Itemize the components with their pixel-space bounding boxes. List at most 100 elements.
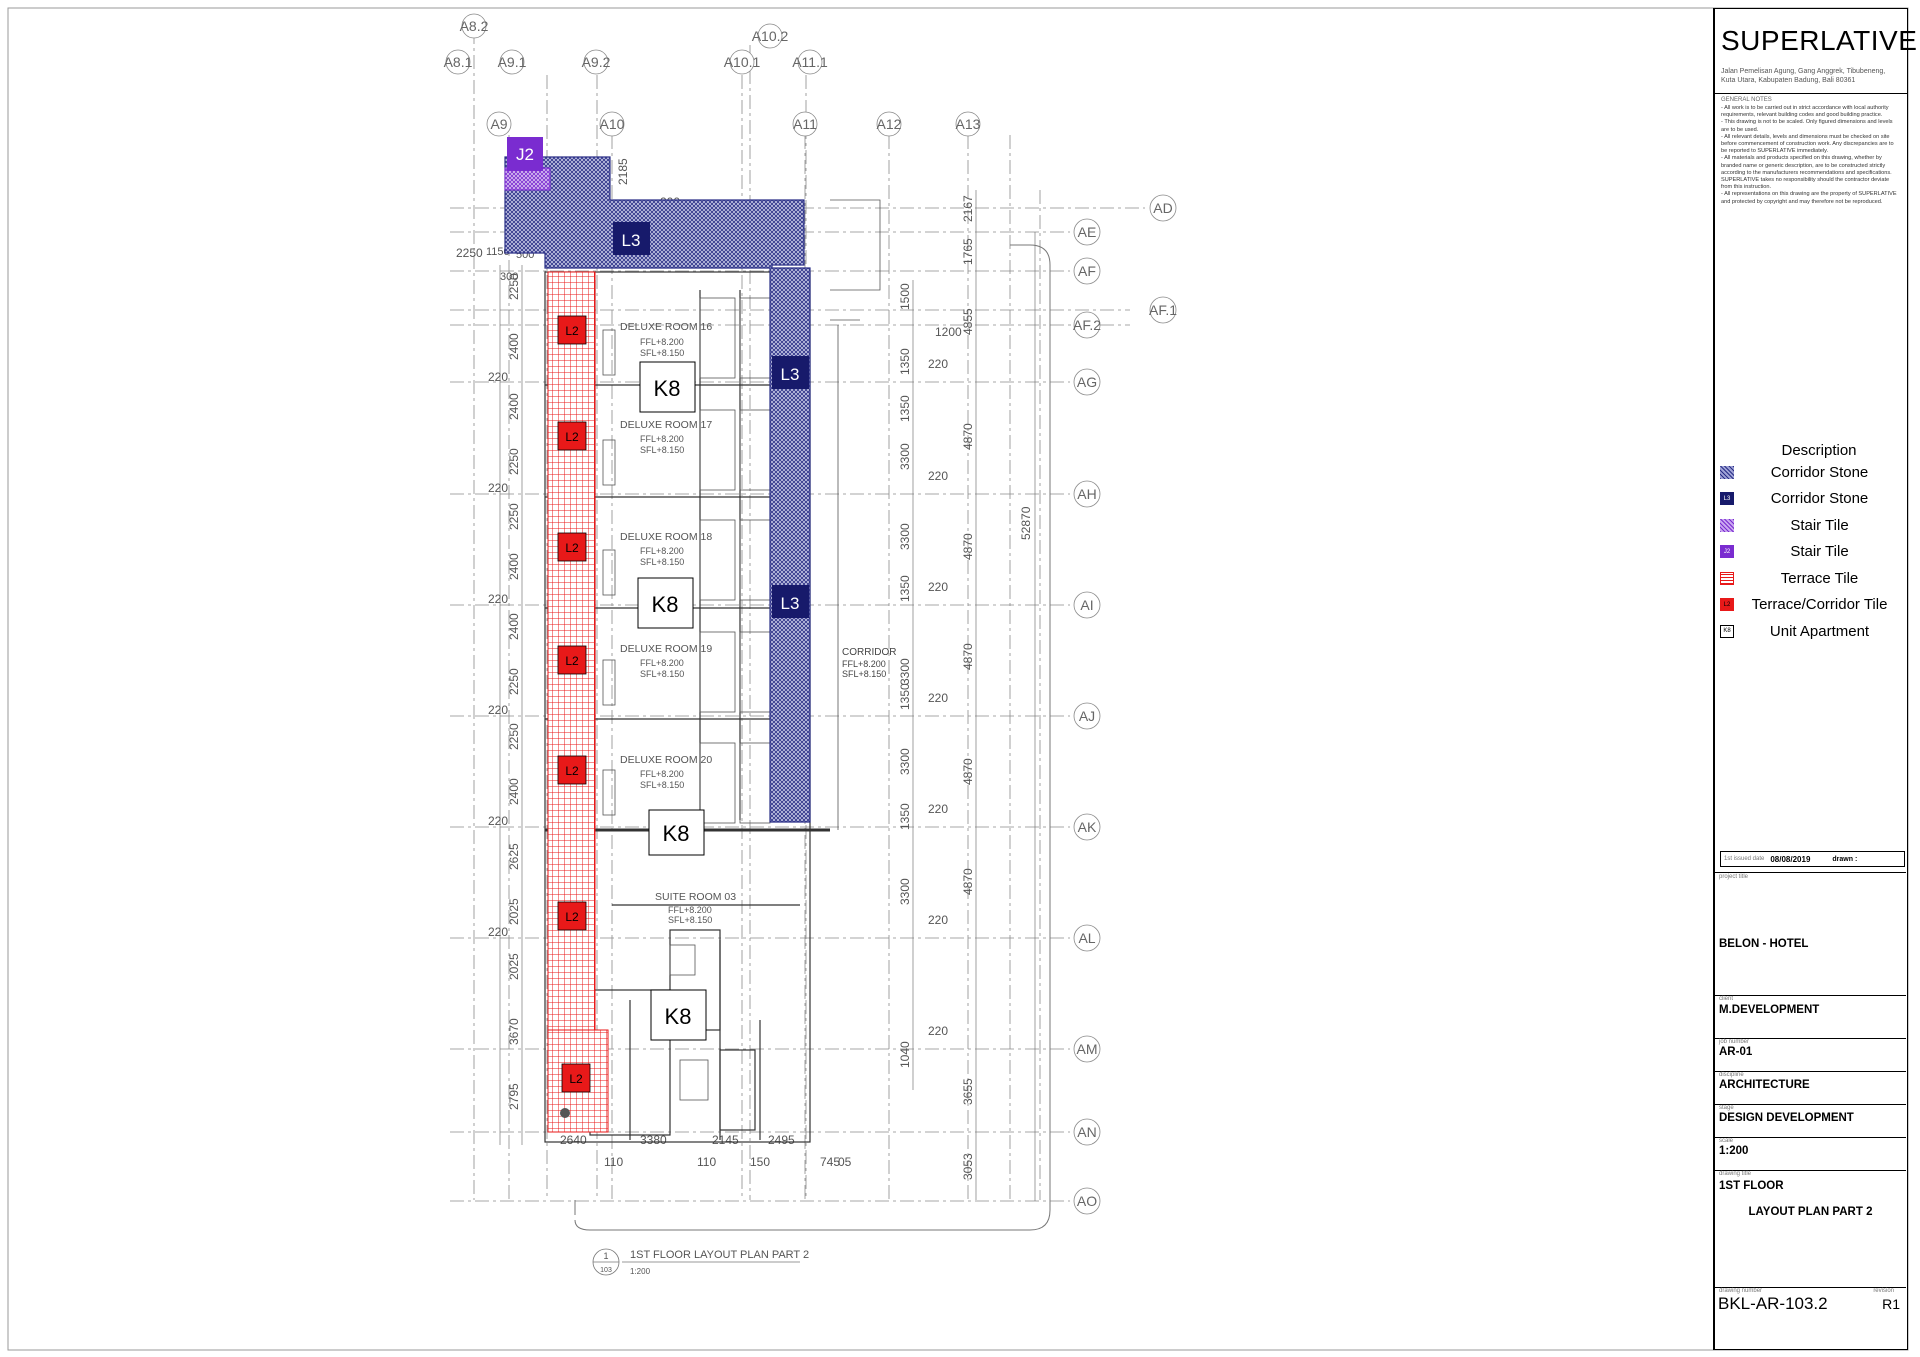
svg-text:2795: 2795: [507, 1083, 521, 1110]
svg-text:220: 220: [928, 357, 948, 371]
corridor-stone-area: [504, 156, 811, 823]
svg-text:3300: 3300: [898, 878, 912, 905]
svg-text:AL: AL: [1078, 930, 1095, 946]
svg-text:SFL+8.150: SFL+8.150: [640, 557, 684, 567]
svg-text:SFL+8.150: SFL+8.150: [842, 669, 886, 679]
svg-text:SFL+8.150: SFL+8.150: [640, 348, 684, 358]
svg-text:300: 300: [500, 271, 518, 283]
svg-text:1350: 1350: [898, 803, 912, 830]
divider: [1715, 1287, 1906, 1288]
svg-text:AO: AO: [1077, 1193, 1097, 1209]
svg-text:2250: 2250: [507, 273, 521, 300]
job-number-field: job number AR-01: [1715, 1039, 1906, 1058]
svg-text:DELUXE ROOM 19: DELUXE ROOM 19: [620, 643, 712, 655]
company-address: Jalan Pemelisan Agung, Gang Anggrek, Tib…: [1721, 68, 1886, 84]
svg-text:AI: AI: [1080, 597, 1093, 613]
grid-bubbles-top: A8.2 A8.1 A9.1 A9.2 A10.2 A10.1 A11.1 A9…: [444, 13, 981, 137]
svg-text:AF: AF: [1078, 263, 1096, 279]
svg-text:1500: 1500: [898, 283, 912, 310]
tag-k8: K8: [637, 577, 694, 629]
corridor-stone-hatch-swatch: [1720, 465, 1734, 479]
svg-text:L2: L2: [565, 541, 579, 555]
issued-date: 08/08/2019: [1770, 854, 1811, 864]
general-note: - All representations on this drawing ar…: [1721, 191, 1897, 205]
svg-text:FFL+8.200: FFL+8.200: [640, 546, 684, 556]
svg-text:2400: 2400: [507, 553, 521, 580]
drawing-caption-title: 1ST FLOOR LAYOUT PLAN PART 2: [630, 1249, 809, 1261]
right-dimension-lines: [912, 190, 1036, 1201]
divider: [1715, 93, 1907, 94]
svg-text:DELUXE ROOM 17: DELUXE ROOM 17: [620, 419, 712, 431]
svg-text:2250: 2250: [456, 246, 483, 260]
grid-label: A9.1: [498, 54, 527, 70]
svg-text:745: 745: [820, 1155, 840, 1169]
legend-heading: Description: [1781, 442, 1857, 459]
left-dimensions: [499, 265, 523, 1145]
svg-text:2025: 2025: [507, 898, 521, 925]
tag-l3: L3: [772, 356, 809, 389]
svg-text:220: 220: [928, 802, 948, 816]
grid-label: A12: [877, 116, 902, 132]
discipline-field: discipline ARCHITECTURE: [1715, 1072, 1906, 1091]
svg-text:150: 150: [750, 1155, 770, 1169]
svg-text:2167: 2167: [961, 195, 975, 222]
project-title-value: BELON - HOTEL: [1719, 938, 1809, 950]
svg-text:3053: 3053: [961, 1153, 975, 1180]
svg-text:1200: 1200: [935, 325, 962, 339]
terrace-tile-hatch-swatch: [1720, 571, 1734, 585]
tag-l3: L3: [772, 585, 809, 618]
tag-l3: L3: [613, 222, 650, 255]
svg-text:220: 220: [488, 370, 508, 384]
svg-text:L2: L2: [569, 1072, 583, 1086]
stage-field: stage DESIGN DEVELOPMENT: [1715, 1105, 1906, 1124]
svg-text:1350: 1350: [898, 348, 912, 375]
client-field: client M.DEVELOPMENT: [1715, 996, 1906, 1016]
svg-text:2145: 2145: [712, 1133, 739, 1147]
room-labels: DELUXE ROOM 16 FFL+8.200 SFL+8.150 DELUX…: [620, 321, 736, 925]
general-notes: - All work is to be carried out in stric…: [1721, 105, 1901, 206]
bottom-dimension-labels: 2640 3380 2145 2495 110 110 150 745 05: [560, 1133, 852, 1169]
grid-label: A10: [600, 116, 625, 132]
svg-text:DELUXE ROOM 16: DELUXE ROOM 16: [620, 321, 712, 333]
svg-text:L2: L2: [565, 324, 579, 338]
svg-text:4870: 4870: [961, 643, 975, 670]
legend: Description Corridor Stone L3 Corridor S…: [1719, 442, 1905, 645]
revision-value: R1: [1882, 1296, 1900, 1312]
svg-text:3300: 3300: [898, 523, 912, 550]
legend-item: J2 Stair Tile: [1719, 539, 1905, 566]
divider: [1715, 1038, 1906, 1039]
svg-text:FFL+8.200: FFL+8.200: [842, 659, 886, 669]
svg-text:3670: 3670: [507, 1018, 521, 1045]
corridor-stone-tag-swatch: L3: [1720, 492, 1734, 506]
svg-text:2250: 2250: [507, 668, 521, 695]
tag-l2: L2: [557, 901, 587, 931]
svg-text:3380: 3380: [640, 1133, 667, 1147]
legend-item: Stair Tile: [1719, 512, 1905, 539]
terrace-tile-tag-swatch: L2: [1720, 598, 1734, 612]
grid-label: A10.1: [724, 54, 761, 70]
svg-text:FFL+8.200: FFL+8.200: [640, 658, 684, 668]
brand-logo: SUPERLATIVE: [1721, 25, 1918, 56]
svg-text:52870: 52870: [1019, 506, 1033, 540]
legend-item: L2 Terrace/Corridor Tile: [1719, 592, 1905, 619]
legend-item: Terrace Tile: [1719, 565, 1905, 592]
drawing-caption: 1 103 1ST FLOOR LAYOUT PLAN PART 2 1:200: [592, 1248, 809, 1276]
drawing-title-field: drawing title 1ST FLOOR LAYOUT PLAN PART…: [1715, 1171, 1906, 1218]
svg-text:220: 220: [928, 1024, 948, 1038]
left-dimension-labels: 2250 2400 2400 2250 2250 2400 2400 2250 …: [456, 246, 534, 1110]
svg-text:110: 110: [697, 1155, 716, 1169]
tag-l2: L2: [557, 755, 587, 785]
grid-label: A9: [490, 116, 507, 132]
svg-text:1350: 1350: [898, 395, 912, 422]
svg-text:AM: AM: [1077, 1041, 1098, 1057]
stair-tile-tag-swatch: J2: [1720, 545, 1734, 559]
svg-text:2250: 2250: [507, 503, 521, 530]
scale-field: scale 1:200: [1715, 1138, 1906, 1157]
svg-text:SFL+8.150: SFL+8.150: [640, 445, 684, 455]
divider: [1715, 1071, 1906, 1072]
svg-text:4870: 4870: [961, 423, 975, 450]
svg-text:2025: 2025: [507, 953, 521, 980]
svg-text:AK: AK: [1078, 819, 1097, 835]
divider: [1715, 1104, 1906, 1105]
svg-text:L3: L3: [781, 594, 800, 613]
